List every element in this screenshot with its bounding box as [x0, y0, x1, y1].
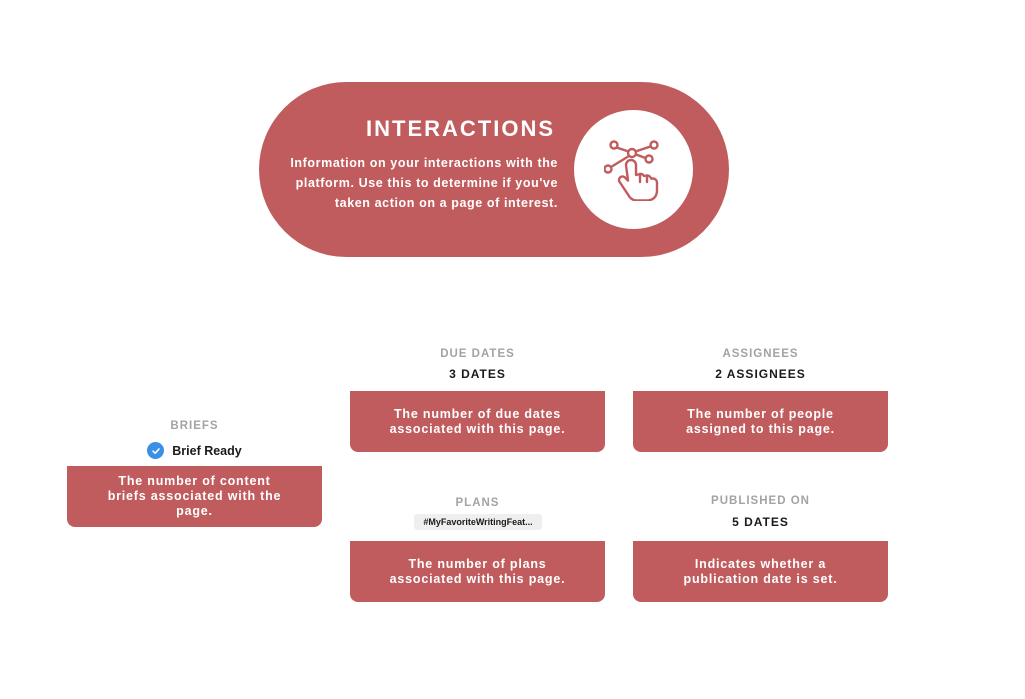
brief-status: Brief Ready: [67, 442, 322, 459]
touch-network-icon: [603, 139, 659, 201]
assignees-description-box: The number of people assigned to this pa…: [633, 391, 888, 452]
assignees-description: The number of people assigned to this pa…: [686, 406, 835, 436]
assignees-value: 2 ASSIGNEES: [715, 367, 806, 381]
header-title: INTERACTIONS: [366, 116, 555, 141]
published-on-label: PUBLISHED ON: [711, 495, 810, 507]
assignees-label: ASSIGNEES: [722, 348, 799, 360]
interactions-header: INTERACTIONS Information on your interac…: [259, 82, 729, 257]
header-description: Information on your interactions with th…: [290, 156, 558, 210]
plans-description: The number of plans associated with this…: [389, 556, 566, 586]
plan-tag[interactable]: #MyFavoriteWritingFeat...: [414, 514, 542, 530]
due-dates-card: DUE DATES 3 DATES The number of due date…: [350, 340, 605, 452]
plans-label: PLANS: [455, 497, 500, 509]
briefs-description-box: The number of content briefs associated …: [67, 466, 322, 527]
plans-card: PLANS #MyFavoriteWritingFeat... The numb…: [350, 492, 605, 602]
briefs-card: BRIEFS Brief Ready The number of content…: [67, 412, 322, 527]
published-on-card: PUBLISHED ON 5 DATES Indicates whether a…: [633, 488, 888, 602]
due-dates-value: 3 DATES: [449, 367, 506, 381]
due-dates-label: DUE DATES: [440, 348, 515, 360]
published-on-value: 5 DATES: [732, 515, 789, 529]
check-circle-icon: [147, 442, 165, 459]
due-dates-description-box: The number of due dates associated with …: [350, 391, 605, 452]
brief-status-text: Brief Ready: [172, 443, 242, 458]
briefs-label: BRIEFS: [170, 420, 219, 432]
plans-description-box: The number of plans associated with this…: [350, 541, 605, 602]
published-on-description: Indicates whether a publication date is …: [683, 556, 838, 586]
due-dates-description: The number of due dates associated with …: [389, 406, 566, 436]
briefs-description: The number of content briefs associated …: [107, 474, 282, 518]
published-on-description-box: Indicates whether a publication date is …: [633, 541, 888, 602]
header-icon-circle: [574, 110, 693, 229]
assignees-card: ASSIGNEES 2 ASSIGNEES The number of peop…: [633, 340, 888, 452]
